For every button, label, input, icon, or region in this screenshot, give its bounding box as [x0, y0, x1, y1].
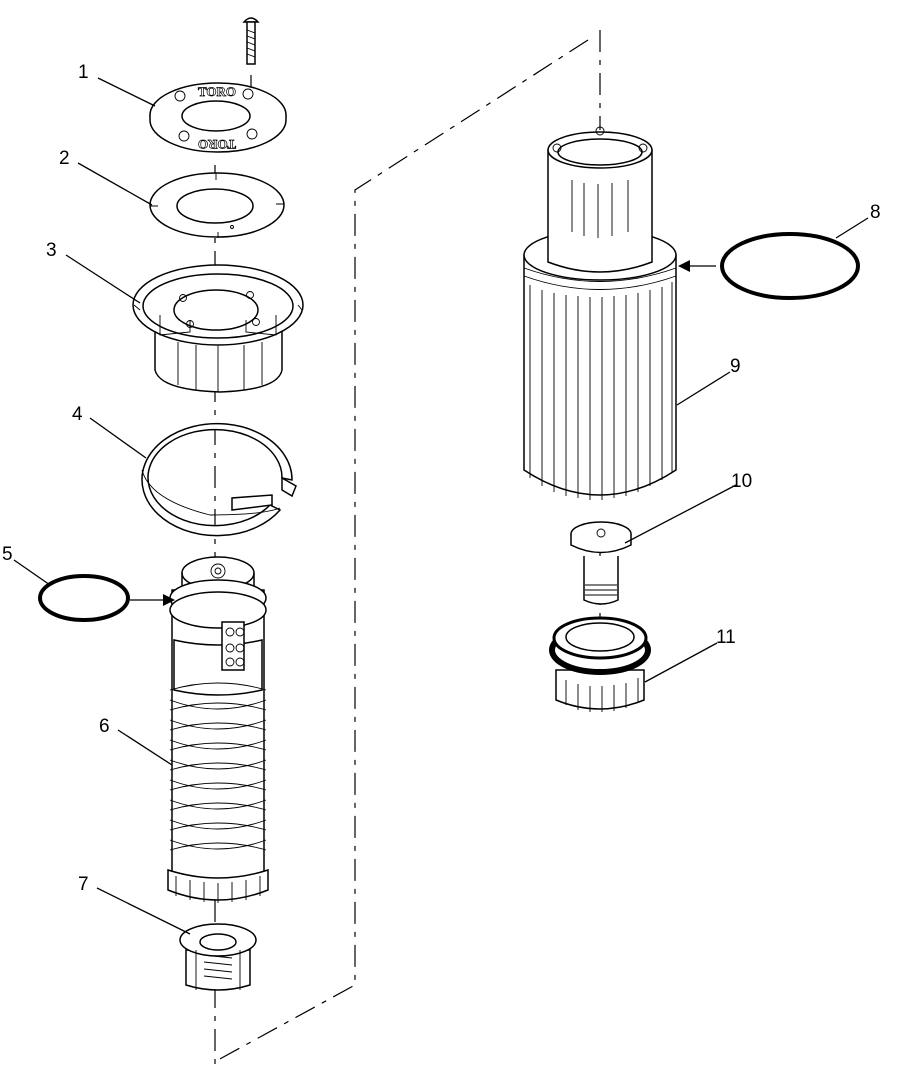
callout-5: 5	[2, 544, 13, 565]
callout-labels: 1 2 3 4 5 6 7 8 9 10 11	[2, 62, 881, 895]
cap-brand-top: TORO	[198, 84, 236, 99]
callout-1: 1	[78, 62, 89, 83]
callout-11: 11	[716, 627, 736, 648]
part-1-cover-cap: TORO TORO	[149, 82, 287, 153]
part-4-snap-ring	[141, 422, 297, 537]
callout-10: 10	[731, 471, 752, 492]
part-3-housing-cap	[132, 264, 304, 393]
riser-screws	[221, 621, 245, 671]
leader-lines	[13, 77, 869, 935]
part-6-riser-assembly	[167, 556, 269, 903]
callout-3: 3	[46, 240, 57, 261]
callout-8: 8	[870, 202, 881, 223]
part-8-large-o-ring	[720, 232, 860, 300]
assembly-guide-lines	[214, 30, 601, 1065]
part-5-o-ring	[38, 574, 130, 622]
part-10-nozzle-screen	[570, 521, 632, 605]
screw-part	[242, 17, 260, 65]
part-11-seal-retainer	[549, 616, 651, 712]
part-9-case-body	[523, 126, 677, 500]
cap-brand-bottom: TORO	[198, 137, 236, 152]
callout-4: 4	[72, 404, 83, 425]
riser-spring	[169, 682, 267, 851]
part-2-plate	[149, 172, 285, 238]
part-7-threaded-bushing	[179, 923, 257, 991]
callout-9: 9	[730, 356, 741, 377]
callout-6: 6	[99, 716, 110, 737]
callout-7: 7	[78, 874, 89, 895]
callout-2: 2	[59, 148, 70, 169]
